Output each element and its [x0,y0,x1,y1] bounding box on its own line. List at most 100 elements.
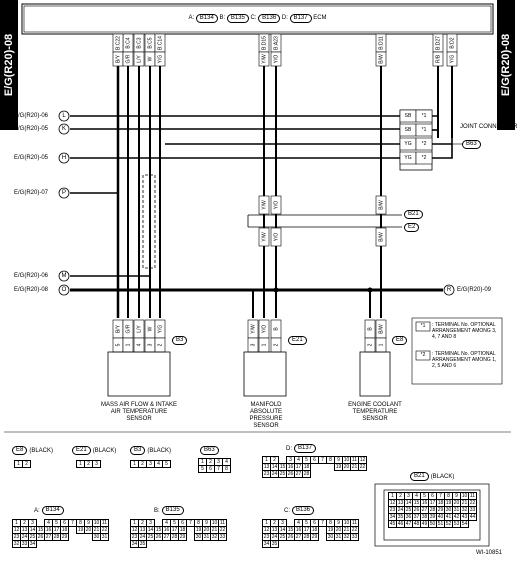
pin-cell: 15 [278,463,287,471]
pin-cell [343,541,351,548]
sensor-pin: 4 [137,343,143,346]
pin-cell [85,534,93,541]
pin-cell: 4 [294,456,303,464]
pin-cell: 53 [452,520,461,528]
pin-cell: 1 [388,492,397,500]
pin-cell: 26 [412,506,421,514]
pin-cell: 15 [36,526,45,534]
conn-b-title: B:B135 [154,506,184,515]
pin-cell [69,527,77,534]
sensor-pin: 1 [126,343,132,346]
pin-cell [359,471,367,478]
pin-cell: 28 [52,533,61,541]
sensor-pin: 3 [251,343,257,346]
ref-L-letter: L [62,113,66,119]
sensor-pin: 1 [262,343,268,346]
pin-cell [85,541,93,548]
pin-cell: 39 [428,513,437,521]
pin-cell: 42 [452,513,461,521]
pin-cell: 13 [262,463,271,471]
figure-id: WI-10851 [476,550,503,556]
pin-cell: 20 [84,526,93,534]
pin-cell [311,541,319,548]
pin-cell: 20 [342,463,351,471]
ref-K[interactable]: E/G(R20)-05 [14,126,49,132]
pin-cell: 20 [202,526,211,534]
sensor-wire-color: B [368,327,374,331]
ref-H[interactable]: E/G(R20)-05 [14,155,49,161]
pin-cell [187,541,195,548]
sensor-pin: 2 [158,343,164,346]
pin-cell [327,541,335,548]
pin-cell: 22 [468,499,477,507]
pin-cell [53,541,61,548]
pin-cell [319,471,327,478]
shield-line [142,174,156,269]
pin-cell: 19 [194,526,203,534]
pin-cell: 12 [130,526,139,534]
sensor-wire-color: Y/W [251,324,257,334]
sensor-wire-color: L/Y [137,325,143,333]
pin-cell: 23 [130,533,139,541]
pin-cell: 7 [318,519,327,527]
pin-cell: 10 [342,456,351,464]
pin-cell: 2 [396,492,405,500]
pin-cell: 12 [12,526,21,534]
pin-cell: 18 [436,499,445,507]
wire-color-label: G/R [126,54,132,63]
pin-cell: 27 [294,470,303,478]
pin-cell: 29 [178,533,187,541]
ref-R[interactable]: E/G(R20)-09 [457,287,492,293]
pin-cell: 22 [350,526,359,534]
pin-cell: 16 [162,526,171,534]
pin-cell: 18 [302,463,311,471]
pin-cell [101,541,109,548]
jc-pin-2: *1 [421,127,427,133]
legend-text-1: : TERMINAL No. OPTIONAL ARRANGEMENT AMON… [432,322,497,340]
pin-cell: 21 [210,526,219,534]
pin-cell: 5 [420,492,429,500]
e8-name: ENGINE COOLANT TEMPERATURE SENSOR [348,402,402,422]
pin-cell [319,464,327,471]
pin-cell: 1 [130,519,139,527]
ref-P[interactable]: E/G(R20)-07 [14,190,49,196]
pin-cell: 16 [44,526,53,534]
sensor-wire-color: Y/O [262,325,268,334]
pin-cell [203,541,211,548]
ref-L[interactable]: E/G(R20)-06 [14,113,49,119]
pin-cell: 35 [138,540,147,548]
ref-O[interactable]: E/G(R20)-08 [14,287,49,293]
conn-e21-title: E21(BLACK) [72,446,116,455]
pin-cell: 2 [20,519,29,527]
pin-cell: 22 [358,463,367,471]
pin-cell: 14 [404,499,413,507]
pin-cell: 14 [28,526,37,534]
pin-cell [45,541,53,548]
wire-color-label: L/Y [137,55,143,63]
pin-cell: 25 [28,533,37,541]
pin-cell: 34 [262,540,271,548]
jc-pin-3: *2 [421,141,427,147]
conn-b21-title: B21(BLACK) [410,472,454,481]
pin-cell: 25 [278,533,287,541]
sensor-pin: 2 [274,343,280,346]
pin-cell: 3 [286,456,295,464]
ecm-pin-label: B:C14 [158,36,164,50]
pin-cell: 35 [270,540,279,548]
pin-cell: 9 [84,519,93,527]
pin-cell [287,520,295,527]
pin-cell: 43 [460,513,469,521]
pin-cell: 54 [460,520,469,528]
wire-color-label: B/W [379,54,385,64]
pin-cell: 40 [436,513,445,521]
pin-cell: 14 [270,463,279,471]
pin-cell: 9 [334,519,343,527]
jc-color-4: YG [404,155,412,161]
e8-code: E8 [392,336,408,345]
ref-M[interactable]: E/G(R20)-06 [14,273,49,279]
pin-cell: 29 [310,533,319,541]
pin-cell [171,541,179,548]
